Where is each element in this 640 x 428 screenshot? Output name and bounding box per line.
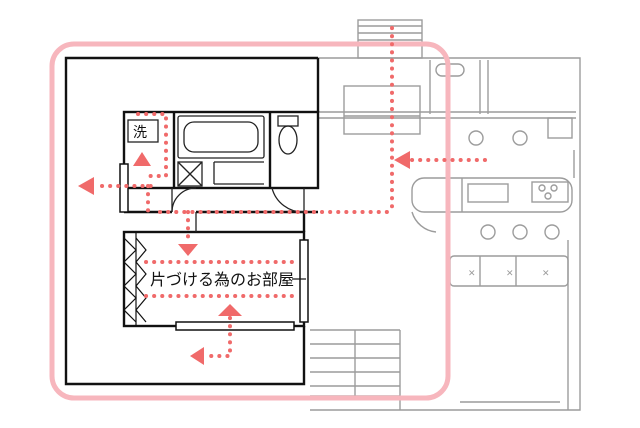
- left-window: [119, 163, 129, 213]
- arrow-room-down: [178, 244, 198, 256]
- svg-text:✕: ✕: [468, 268, 476, 278]
- toilet: [277, 115, 299, 155]
- arrow-wash-up: [133, 152, 151, 166]
- washing-machine-box: [127, 119, 159, 143]
- bathtub: [177, 115, 265, 159]
- bathroom-fixtures: [177, 115, 305, 213]
- existing-plan-faded: ✕ ✕ ✕: [310, 19, 581, 411]
- svg-text:✕: ✕: [542, 268, 550, 278]
- closet: [123, 232, 147, 326]
- flow-paths: [100, 26, 490, 358]
- washing-machine-label: 洗: [133, 125, 147, 141]
- flow-arrows: [78, 151, 410, 365]
- hall-door: [171, 187, 197, 232]
- highlight-outline: [49, 41, 451, 401]
- arrow-bottom-exit: [190, 347, 204, 365]
- main-walls: [64, 56, 320, 386]
- room-window-right: [299, 239, 309, 323]
- arrow-kitchen-entry: [394, 151, 410, 169]
- room-caption: 片づける為のお部屋: [150, 270, 294, 289]
- room-window-bottom: [175, 321, 295, 331]
- svg-text:✕: ✕: [506, 268, 514, 278]
- arrow-room-up: [218, 304, 242, 316]
- arrow-left-exit: [78, 177, 94, 195]
